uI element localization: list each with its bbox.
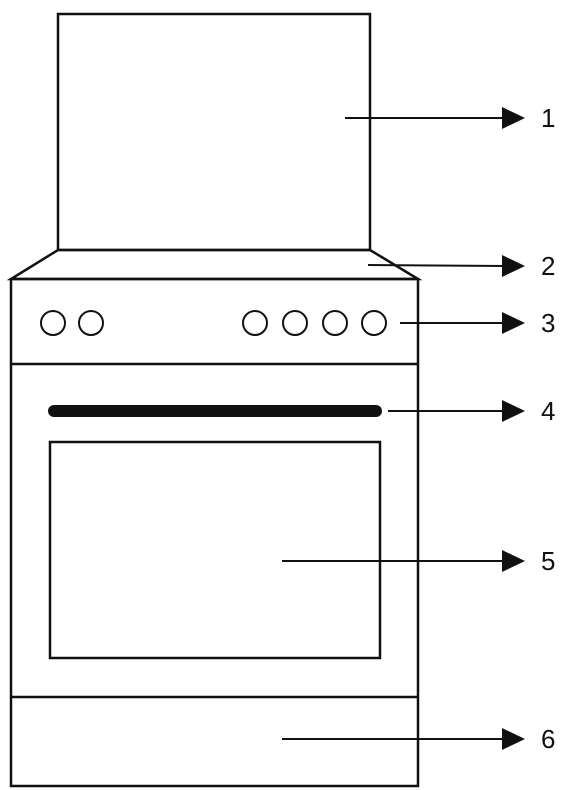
arrow-right-icon bbox=[502, 400, 525, 422]
callout-2: 2 bbox=[367, 251, 555, 281]
callout-number-1: 1 bbox=[541, 103, 555, 133]
knob-icon bbox=[40, 310, 66, 336]
lid bbox=[56, 12, 372, 252]
arrow-right-icon bbox=[502, 255, 525, 277]
arrow-right-icon bbox=[502, 312, 525, 334]
callout-number-2: 2 bbox=[541, 251, 555, 281]
knob-icon bbox=[361, 310, 387, 336]
cooker-body bbox=[9, 277, 420, 788]
callout-number-5: 5 bbox=[541, 546, 555, 576]
arrow-right-icon bbox=[502, 550, 525, 572]
control-knobs bbox=[40, 310, 387, 336]
callout-5: 5 bbox=[282, 546, 555, 576]
cooktop bbox=[6, 248, 423, 281]
knob-icon bbox=[282, 310, 308, 336]
callout-3: 3 bbox=[400, 308, 555, 338]
callout-number-6: 6 bbox=[541, 724, 555, 754]
callout-6: 6 bbox=[282, 724, 555, 754]
callout-4: 4 bbox=[388, 396, 555, 426]
door-handle bbox=[48, 405, 382, 417]
knob-icon bbox=[78, 310, 104, 336]
knob-icon bbox=[322, 310, 348, 336]
callout-number-3: 3 bbox=[541, 308, 555, 338]
arrow-right-icon bbox=[502, 107, 525, 129]
arrow-right-icon bbox=[502, 728, 525, 750]
callout-1: 1 bbox=[345, 103, 555, 133]
knob-icon bbox=[242, 310, 268, 336]
oven-window bbox=[48, 440, 382, 660]
callout-number-4: 4 bbox=[541, 396, 555, 426]
